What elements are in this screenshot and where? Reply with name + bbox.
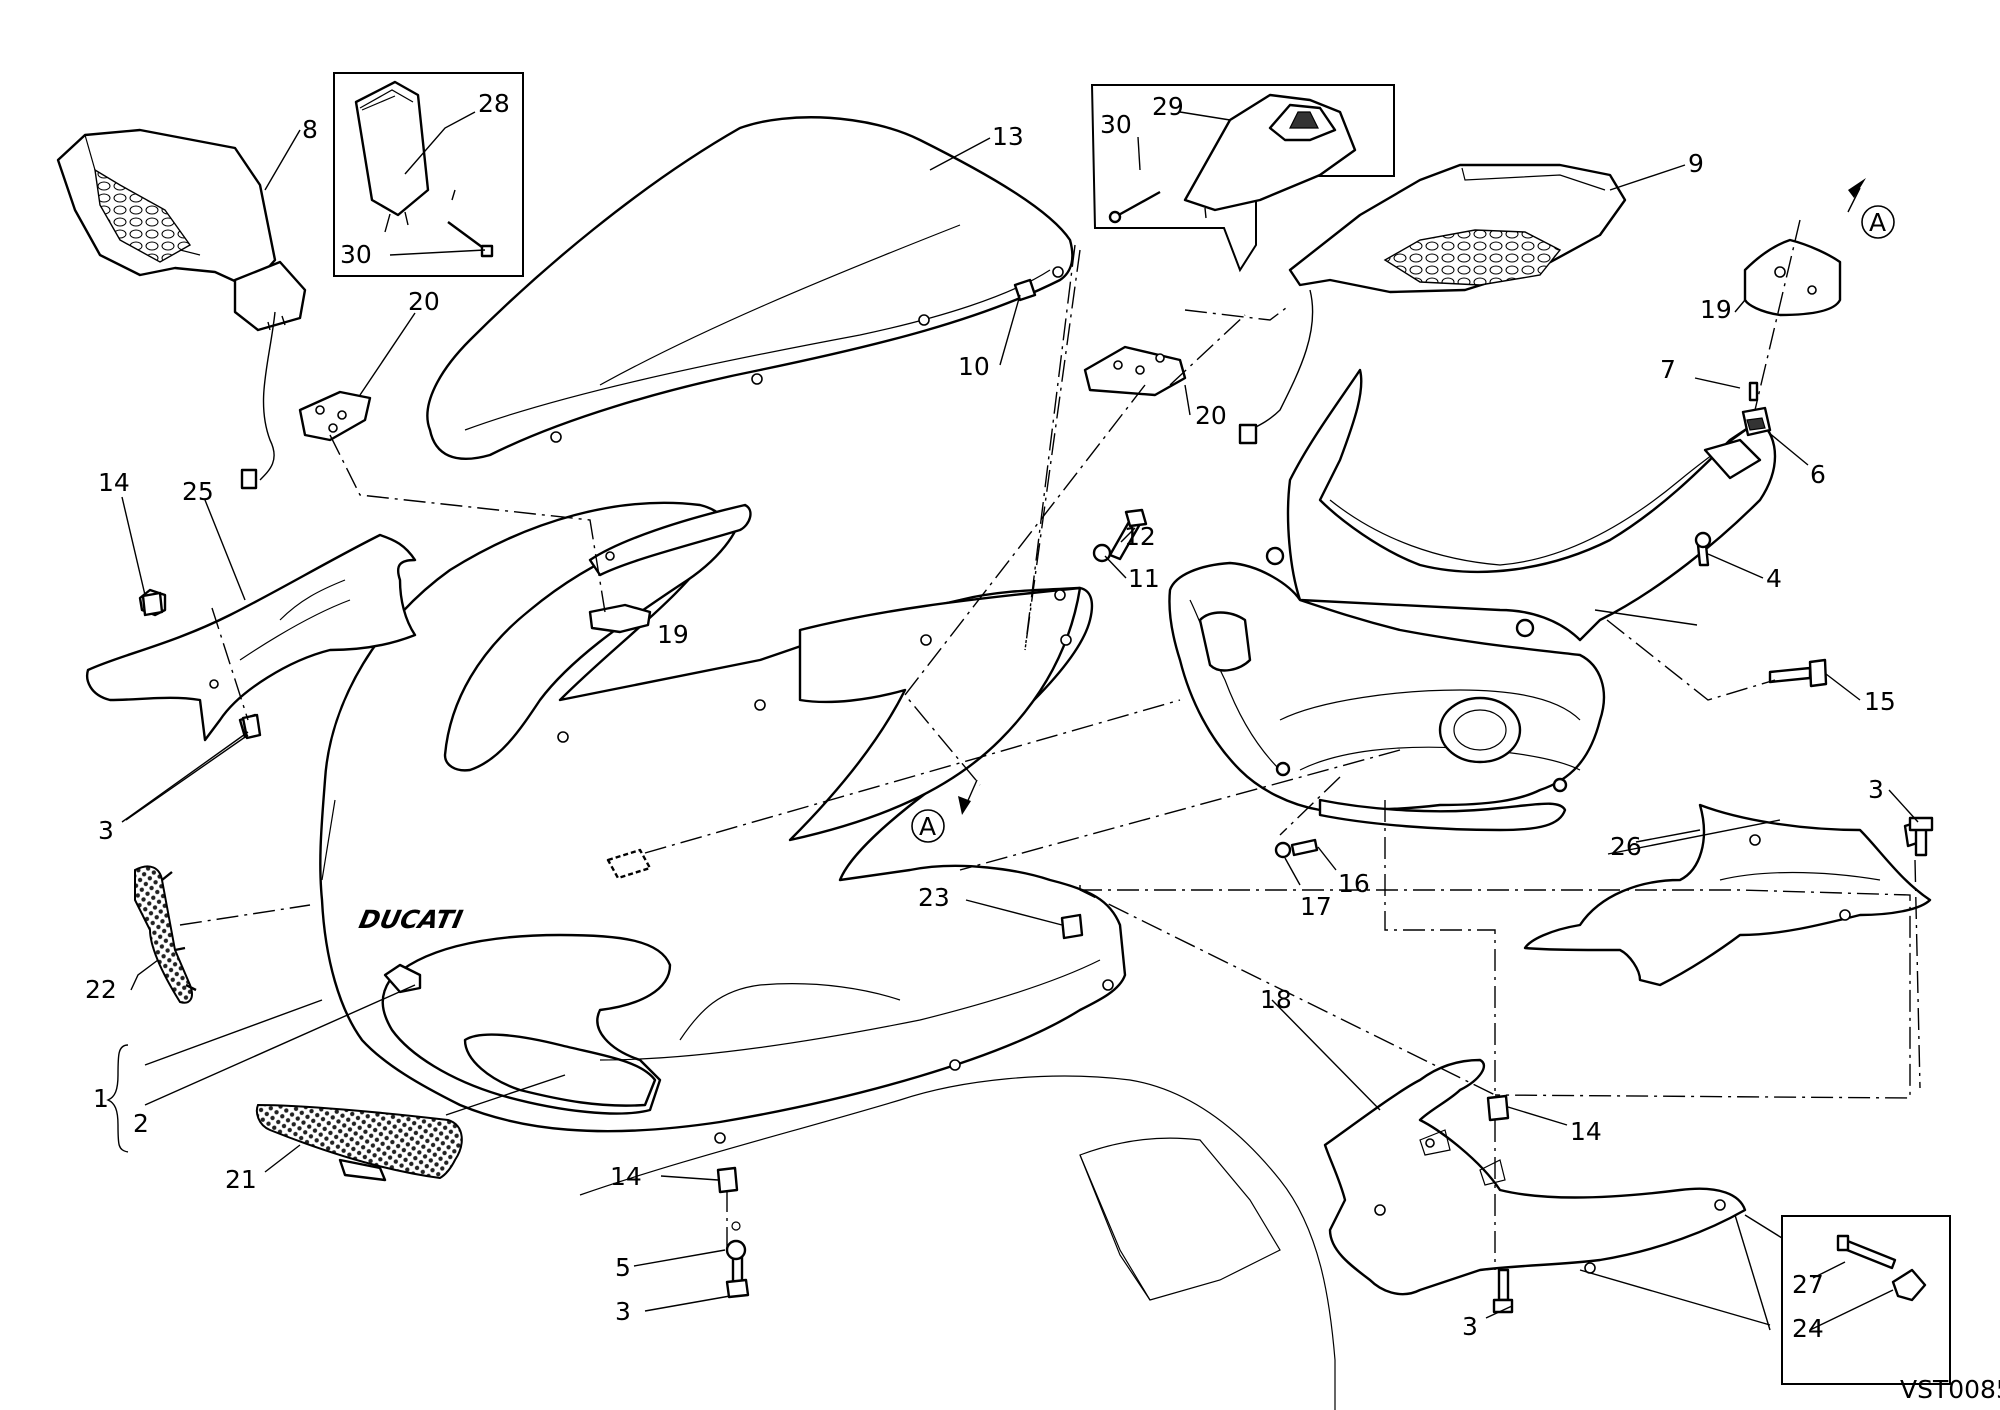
callout-28: 28 bbox=[478, 89, 510, 118]
inset-box-24-27 bbox=[1781, 1215, 1951, 1385]
callout-3-lower-right: 3 bbox=[1462, 1312, 1478, 1341]
callout-6: 6 bbox=[1810, 460, 1826, 489]
callout-13: 13 bbox=[992, 122, 1024, 151]
callout-4: 4 bbox=[1766, 564, 1782, 593]
arrow-a-markers bbox=[958, 178, 1866, 815]
main-fairing-1: DUCATI bbox=[319, 501, 1127, 1144]
inset-box-28 bbox=[333, 72, 524, 277]
callout-25: 25 bbox=[182, 477, 214, 506]
leader-lines bbox=[106, 111, 1919, 1331]
callout-19-left: 19 bbox=[657, 620, 689, 649]
callout-1: 1 bbox=[93, 1084, 109, 1113]
callout-3-right: 3 bbox=[1868, 775, 1884, 804]
callout-14-right: 14 bbox=[1570, 1117, 1602, 1146]
callout-2: 2 bbox=[133, 1109, 149, 1138]
headlight-subframe bbox=[1168, 368, 1777, 832]
ducati-logo-text: DUCATI bbox=[356, 905, 465, 934]
windscreen-holes bbox=[550, 266, 1064, 443]
callout-a-top: A bbox=[1861, 205, 1895, 239]
callout-30-left: 30 bbox=[340, 240, 372, 269]
callout-18: 18 bbox=[1260, 985, 1292, 1014]
callout-15: 15 bbox=[1864, 687, 1896, 716]
svg-text:A: A bbox=[1869, 208, 1886, 237]
left-mirror-8 bbox=[56, 128, 307, 490]
callout-3-left: 3 bbox=[98, 816, 114, 845]
callout-17: 17 bbox=[1300, 892, 1332, 921]
grille-21 bbox=[255, 1103, 463, 1182]
bracket-20-left bbox=[298, 390, 372, 442]
callout-10: 10 bbox=[958, 352, 990, 381]
grille-22 bbox=[134, 865, 197, 1004]
svg-text:A: A bbox=[919, 812, 936, 841]
callout-7: 7 bbox=[1660, 355, 1676, 384]
callout-14-left: 14 bbox=[98, 468, 130, 497]
lower-outline-ghost bbox=[579, 1075, 1336, 1410]
callout-26: 26 bbox=[1610, 832, 1642, 861]
callout-11: 11 bbox=[1128, 564, 1160, 593]
callout-16: 16 bbox=[1338, 869, 1370, 898]
lower-bracket-18 bbox=[1323, 1058, 1747, 1296]
callout-20-left: 20 bbox=[408, 287, 440, 316]
bracket-20-right bbox=[1083, 345, 1187, 397]
callout-12: 12 bbox=[1124, 522, 1156, 551]
bracket-19-left bbox=[588, 603, 652, 634]
inset-box-29 bbox=[1090, 84, 1395, 273]
fairing-holes bbox=[557, 589, 1114, 1144]
callout-27: 27 bbox=[1792, 1270, 1824, 1299]
callout-8: 8 bbox=[302, 115, 318, 144]
bracket-19-right bbox=[1743, 238, 1842, 317]
drawing-code: VST00859 bbox=[1900, 1375, 2000, 1404]
callout-21: 21 bbox=[225, 1165, 257, 1194]
callout-a-bottom: A bbox=[911, 809, 945, 843]
callout-20-right: 20 bbox=[1195, 401, 1227, 430]
callout-24: 24 bbox=[1792, 1314, 1824, 1343]
windscreen-13 bbox=[426, 116, 1074, 460]
callout-9: 9 bbox=[1688, 149, 1704, 178]
callout-3-bottom: 3 bbox=[615, 1297, 631, 1326]
callout-5: 5 bbox=[615, 1253, 631, 1282]
callout-14-bottom: 14 bbox=[610, 1162, 642, 1191]
right-inner-panel-26 bbox=[1523, 803, 1932, 987]
callout-labels: 8 28 30 13 29 30 9 A 20 10 20 19 7 6 14 … bbox=[85, 89, 1896, 1343]
callout-29: 29 bbox=[1152, 92, 1184, 121]
callout-30-right: 30 bbox=[1100, 110, 1132, 139]
right-mirror-9 bbox=[1238, 163, 1627, 445]
assembly-lines bbox=[179, 219, 1921, 1270]
callout-22: 22 bbox=[85, 975, 117, 1004]
fasteners bbox=[141, 278, 1934, 1314]
callout-23: 23 bbox=[918, 883, 950, 912]
fairing-inner-strip bbox=[588, 503, 752, 577]
callout-19-right: 19 bbox=[1700, 295, 1732, 324]
